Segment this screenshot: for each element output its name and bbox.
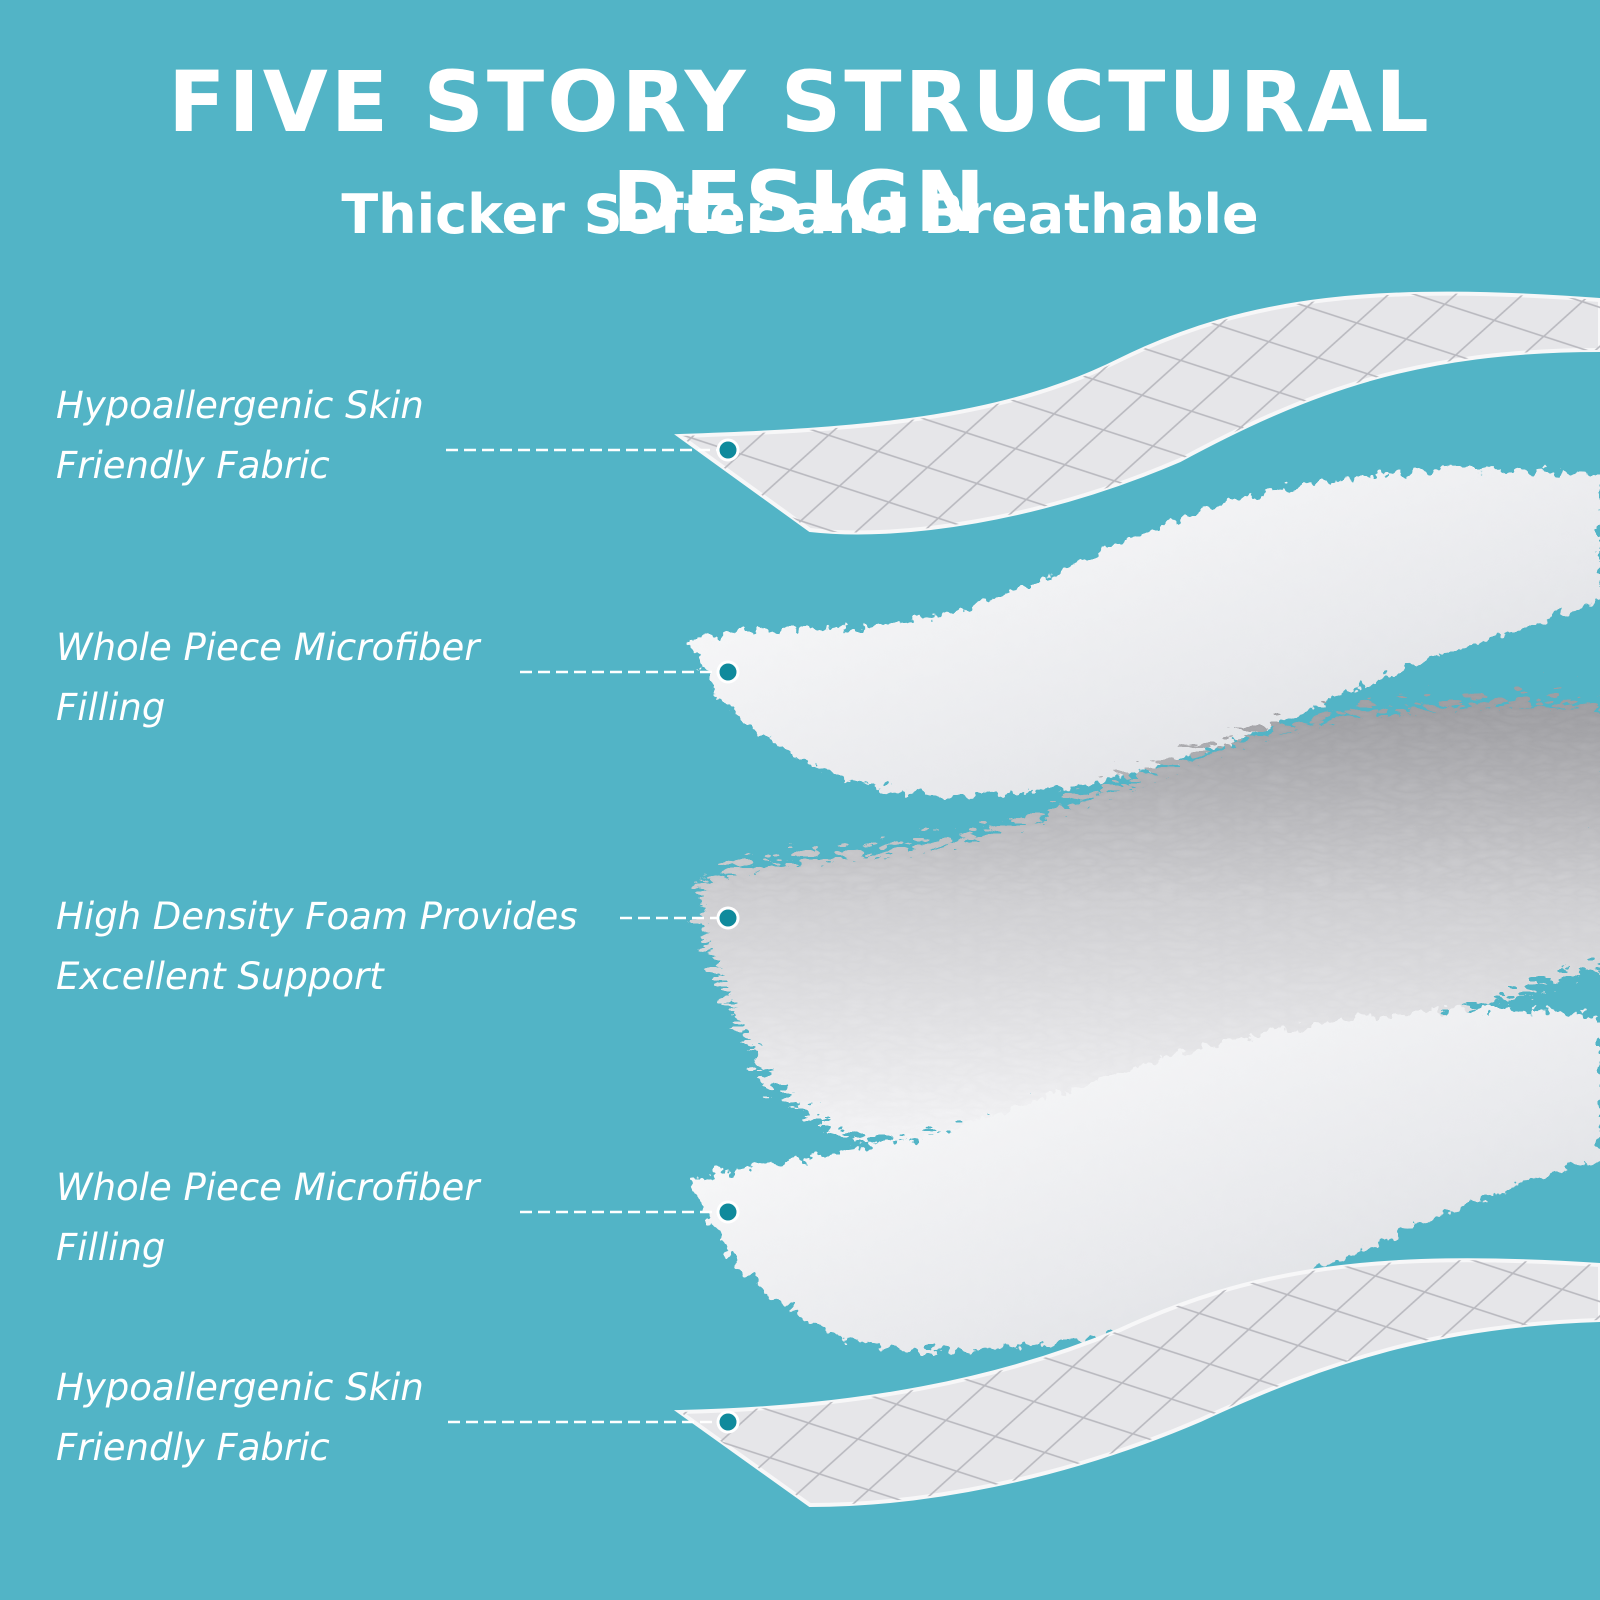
lower-microfiber-layer [690,1010,1600,1350]
leader-line-2 [520,660,740,684]
layer-label-foam: High Density Foam Provides Excellent Sup… [56,887,656,1007]
layer-label-line2: Friendly Fabric [56,1426,330,1469]
marker-dot [716,1410,740,1434]
upper-microfiber-layer [690,469,1600,796]
marker-dot [716,1200,740,1224]
layer-label-line2: Excellent Support [56,955,384,998]
leader-line-3 [620,906,740,930]
marker-dot [716,660,740,684]
layer-label-line1: Whole Piece Microfiber [56,626,480,669]
page-subtitle: Thicker Softer and Breathable [341,183,1259,246]
marker-dot [716,906,740,930]
leader-line-1 [446,438,740,462]
layer-label-line2: Friendly Fabric [56,444,330,487]
leader-line-4 [520,1200,740,1224]
layer-label-upper-microfiber: Whole Piece Microfiber Filling [56,618,656,738]
layer-label-top-fabric: Hypoallergenic Skin Friendly Fabric [56,376,656,496]
layer-label-line2: Filling [56,1226,166,1269]
marker-dot [716,438,740,462]
layer-label-line1: Hypoallergenic Skin [56,384,424,427]
page-title: FIVE STORY STRUCTURAL DESIGN [168,53,1432,251]
leader-line-5 [448,1410,740,1434]
layer-label-lower-microfiber: Whole Piece Microfiber Filling [56,1158,656,1278]
layer-label-line1: Hypoallergenic Skin [56,1366,424,1409]
layer-label-line2: Filling [56,686,166,729]
layer-label-line1: High Density Foam Provides [56,895,578,938]
layer-label-line1: Whole Piece Microfiber [56,1166,480,1209]
layer-label-bottom-fabric: Hypoallergenic Skin Friendly Fabric [56,1358,656,1478]
